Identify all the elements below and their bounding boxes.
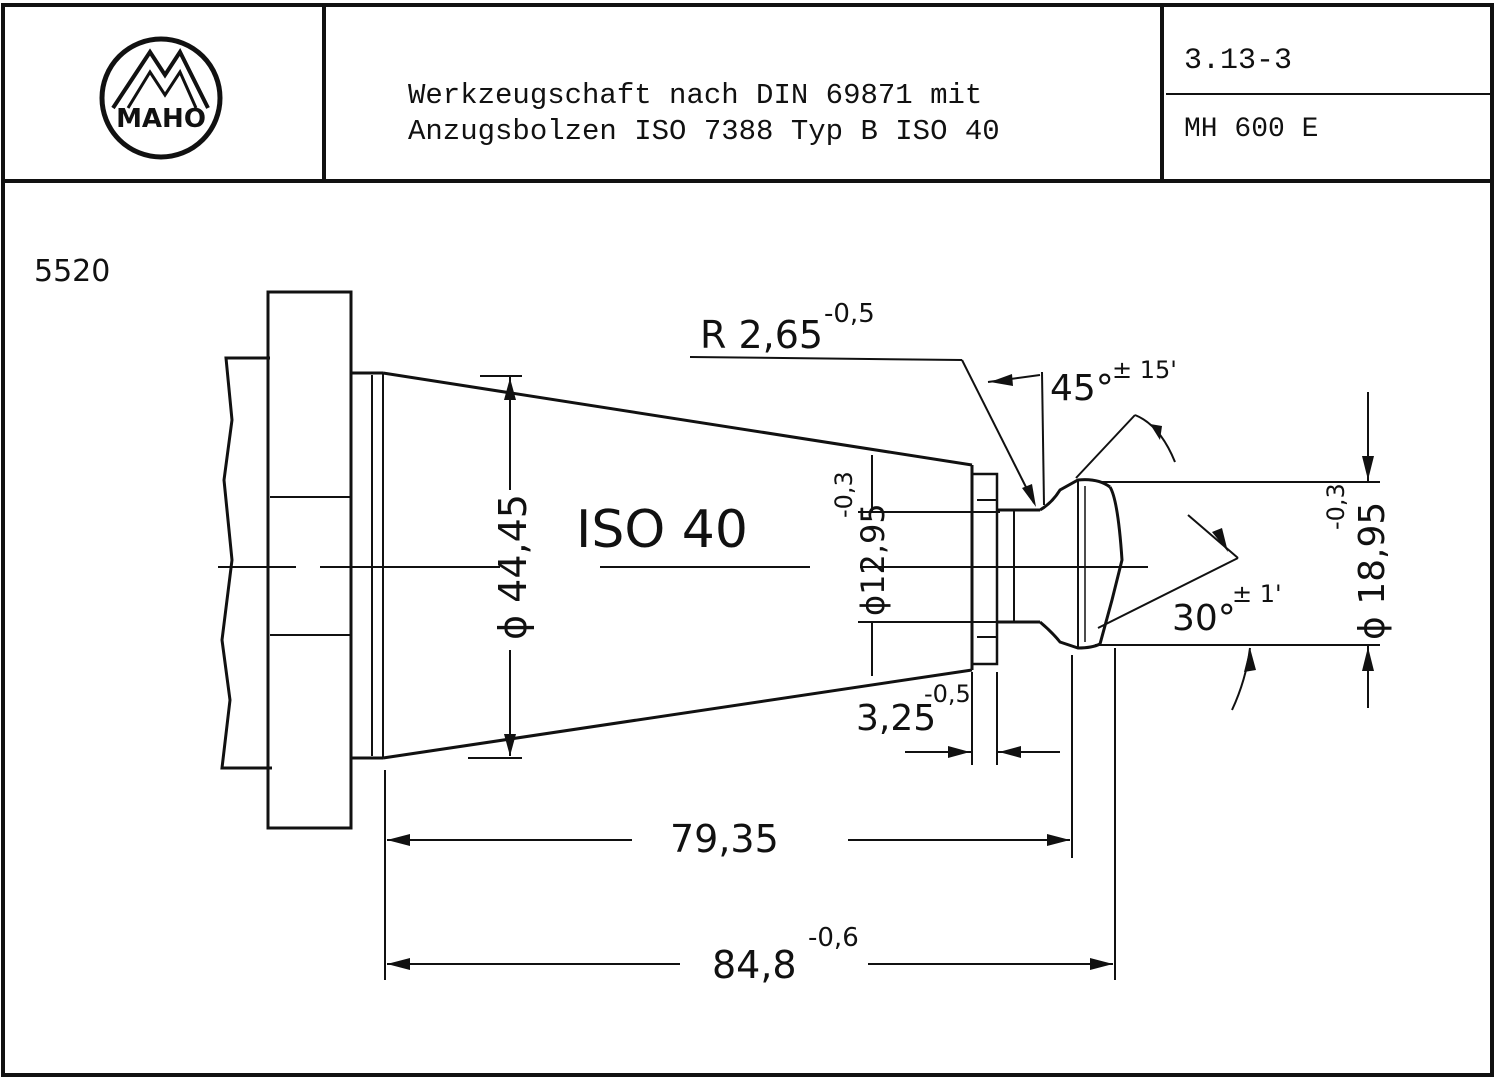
machine-model: MH 600 E bbox=[1184, 114, 1319, 145]
length-84-8-tolerance: -0,6 bbox=[808, 923, 859, 953]
document-code: 3.13-3 bbox=[1184, 44, 1293, 78]
dimension-labels: ISO 40 R 2,65 -0,5 45° ± 15' 30° ± 1' ϕ … bbox=[491, 299, 1393, 987]
logo-text: MAHO bbox=[116, 104, 206, 134]
width-3-25-tolerance: -0,5 bbox=[924, 680, 971, 708]
title-line-2: Anzugsbolzen ISO 7388 Typ B ISO 40 bbox=[408, 115, 1000, 148]
length-84-8-value: 84,8 bbox=[712, 943, 797, 987]
dia-18-95-label: ϕ 18,95 bbox=[1352, 502, 1393, 640]
angle-45-value: 45° bbox=[1050, 368, 1114, 409]
dia-18-95-tolerance: -0,3 bbox=[1322, 483, 1350, 530]
angle-30-tolerance: ± 1' bbox=[1232, 580, 1282, 608]
angle-30-value: 30° bbox=[1172, 598, 1236, 639]
maho-logo: MAHO bbox=[99, 36, 223, 160]
document-title: Werkzeugschaft nach DIN 69871 mit Anzugs… bbox=[408, 78, 1000, 150]
radius-tolerance: -0,5 bbox=[824, 299, 875, 329]
width-3-25-value: 3,25 bbox=[856, 698, 936, 739]
radius-value: R 2,65 bbox=[700, 313, 823, 357]
tool-shank-outline bbox=[220, 290, 1124, 830]
dia-12-95-tolerance: -0,3 bbox=[830, 471, 858, 518]
sheet-number: 5520 bbox=[34, 254, 111, 289]
dia-44-45-label: ϕ 44,45 bbox=[491, 494, 535, 640]
dia-12-95-label: ϕ12,95 bbox=[854, 503, 892, 616]
dimension-lines bbox=[384, 356, 1380, 980]
iso-40-label: ISO 40 bbox=[576, 500, 748, 560]
angle-45-tolerance: ± 15' bbox=[1112, 356, 1177, 384]
title-line-1: Werkzeugschaft nach DIN 69871 mit bbox=[408, 79, 983, 112]
title-block-frame bbox=[1, 3, 1494, 1077]
length-79-35-label: 79,35 bbox=[670, 817, 779, 861]
